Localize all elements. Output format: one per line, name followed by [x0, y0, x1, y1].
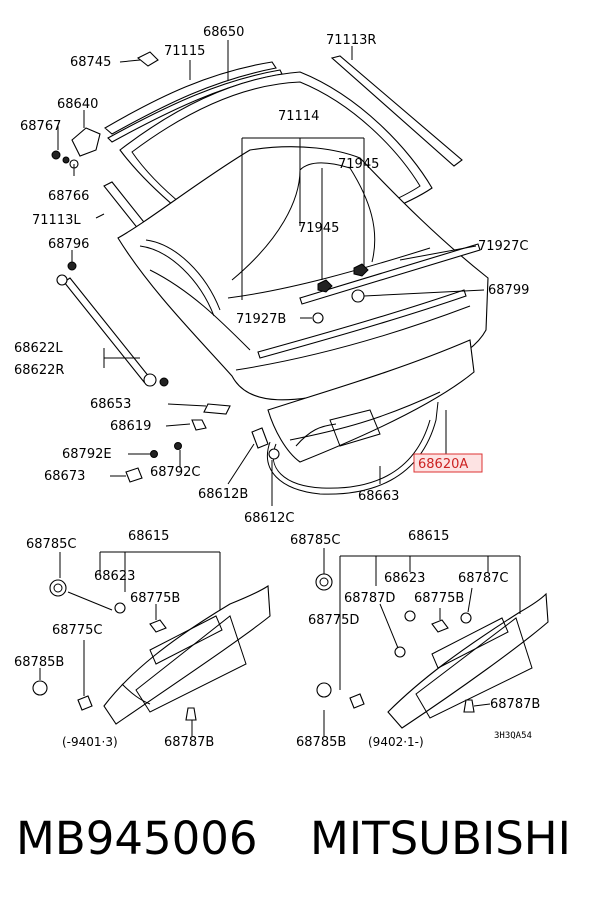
weatherstrip-71113R — [330, 55, 463, 167]
label-68622R: 68622R — [14, 363, 64, 378]
bolt-68796 — [67, 261, 77, 271]
weatherstrip-68650 — [104, 61, 277, 135]
label-68615-right: 68615 — [408, 529, 449, 544]
label-68785B-left: 68785B — [14, 655, 64, 670]
emblem-68653 — [203, 403, 231, 415]
label-68799: 68799 — [488, 283, 529, 298]
gas-strut — [63, 277, 151, 383]
clip-68775D-right — [349, 693, 365, 709]
label-71927B: 71927B — [236, 312, 286, 327]
drawing-code: 3H3QA54 — [494, 731, 532, 741]
cap-68785B-right — [316, 682, 332, 698]
label-68775B-left: 68775B — [130, 591, 180, 606]
label-68615-left: 68615 — [128, 529, 169, 544]
label-68619: 68619 — [110, 419, 151, 434]
seal-68663 — [267, 401, 439, 495]
screw-68792E — [150, 450, 158, 458]
label-68775B-right: 68775B — [414, 591, 464, 606]
label-68785C-left: 68785C — [26, 537, 76, 552]
switch-68619 — [191, 419, 207, 431]
bracket-68673 — [125, 467, 143, 483]
bolt-68767 — [51, 150, 61, 160]
label-68792C: 68792C — [150, 465, 200, 480]
clip-68799 — [351, 289, 365, 303]
bumper-68612B — [251, 427, 269, 449]
fastener-68787B-right — [463, 699, 475, 713]
pad-68623-left — [114, 602, 126, 614]
cap-68785C-left — [49, 579, 67, 597]
fastener-68787C-right — [460, 612, 472, 624]
molding-71927B — [257, 289, 467, 359]
clip-68775B-left — [149, 619, 167, 633]
lower-panel — [267, 339, 475, 463]
label-68623-right: 68623 — [384, 571, 425, 586]
cap-68785C-right — [315, 573, 333, 591]
label-71945-a: 71945 — [338, 157, 379, 172]
label-68787C-right: 68787C — [458, 571, 508, 586]
clip-71945-b — [353, 263, 369, 277]
clip-68775C-left — [77, 695, 93, 711]
label-68673: 68673 — [44, 469, 85, 484]
bumper-68612C — [268, 448, 280, 460]
label-71945-b: 71945 — [298, 221, 339, 236]
fastener-68787B-left — [185, 707, 197, 721]
clip-71927B — [312, 312, 324, 324]
caption-left-period: (-9401·3) — [62, 735, 118, 749]
label-68612C: 68612C — [244, 511, 294, 526]
label-71113L: 71113L — [32, 213, 81, 228]
spoiler-71927C — [299, 243, 481, 305]
label-68792E: 68792E — [62, 447, 112, 462]
hinge-68640 — [71, 127, 101, 157]
screw-68792C — [174, 442, 182, 450]
bracket-68745 — [136, 51, 159, 67]
label-68650: 68650 — [203, 25, 244, 40]
exploded-parts-diagram: 68650 71113R 68745 71115 68640 68767 711… — [14, 25, 549, 750]
label-68785B-right: 68785B — [296, 735, 346, 750]
trunk-lid — [117, 146, 489, 401]
label-68623-left: 68623 — [94, 569, 135, 584]
label-68640: 68640 — [57, 97, 98, 112]
label-68785C-right: 68785C — [290, 533, 340, 548]
garnish-left — [103, 585, 271, 725]
label-71115: 71115 — [164, 44, 205, 59]
label-68653: 68653 — [90, 397, 131, 412]
label-68766: 68766 — [48, 189, 89, 204]
brand-name: MITSUBISHI — [310, 812, 571, 865]
svg-text:68620A: 68620A — [418, 457, 468, 472]
clip-68775B-right — [431, 619, 449, 633]
highlighted-part-68620A: 68620A — [413, 453, 483, 473]
label-68622L: 68622L — [14, 341, 63, 356]
fastener-68787D-right — [394, 646, 406, 658]
label-68745: 68745 — [70, 55, 111, 70]
cap-68785B-left — [32, 680, 48, 696]
label-68787B-left: 68787B — [164, 735, 214, 750]
part-number: MB945006 — [16, 812, 258, 865]
label-68612B: 68612B — [198, 487, 248, 502]
label-68787B-right: 68787B — [490, 697, 540, 712]
label-68796: 68796 — [48, 237, 89, 252]
clip-71945-a — [317, 279, 333, 293]
caption-right-period: (9402·1-) — [368, 735, 424, 749]
label-68767: 68767 — [20, 119, 61, 134]
label-68775C-left: 68775C — [52, 623, 102, 638]
pad-68623-right — [404, 610, 416, 622]
label-71927C: 71927C — [478, 239, 528, 254]
label-68787D-right: 68787D — [344, 591, 395, 606]
label-71114: 71114 — [278, 109, 319, 124]
label-71113R: 71113R — [326, 33, 376, 48]
label-68663: 68663 — [358, 489, 399, 504]
label-68775D-right: 68775D — [308, 613, 359, 628]
